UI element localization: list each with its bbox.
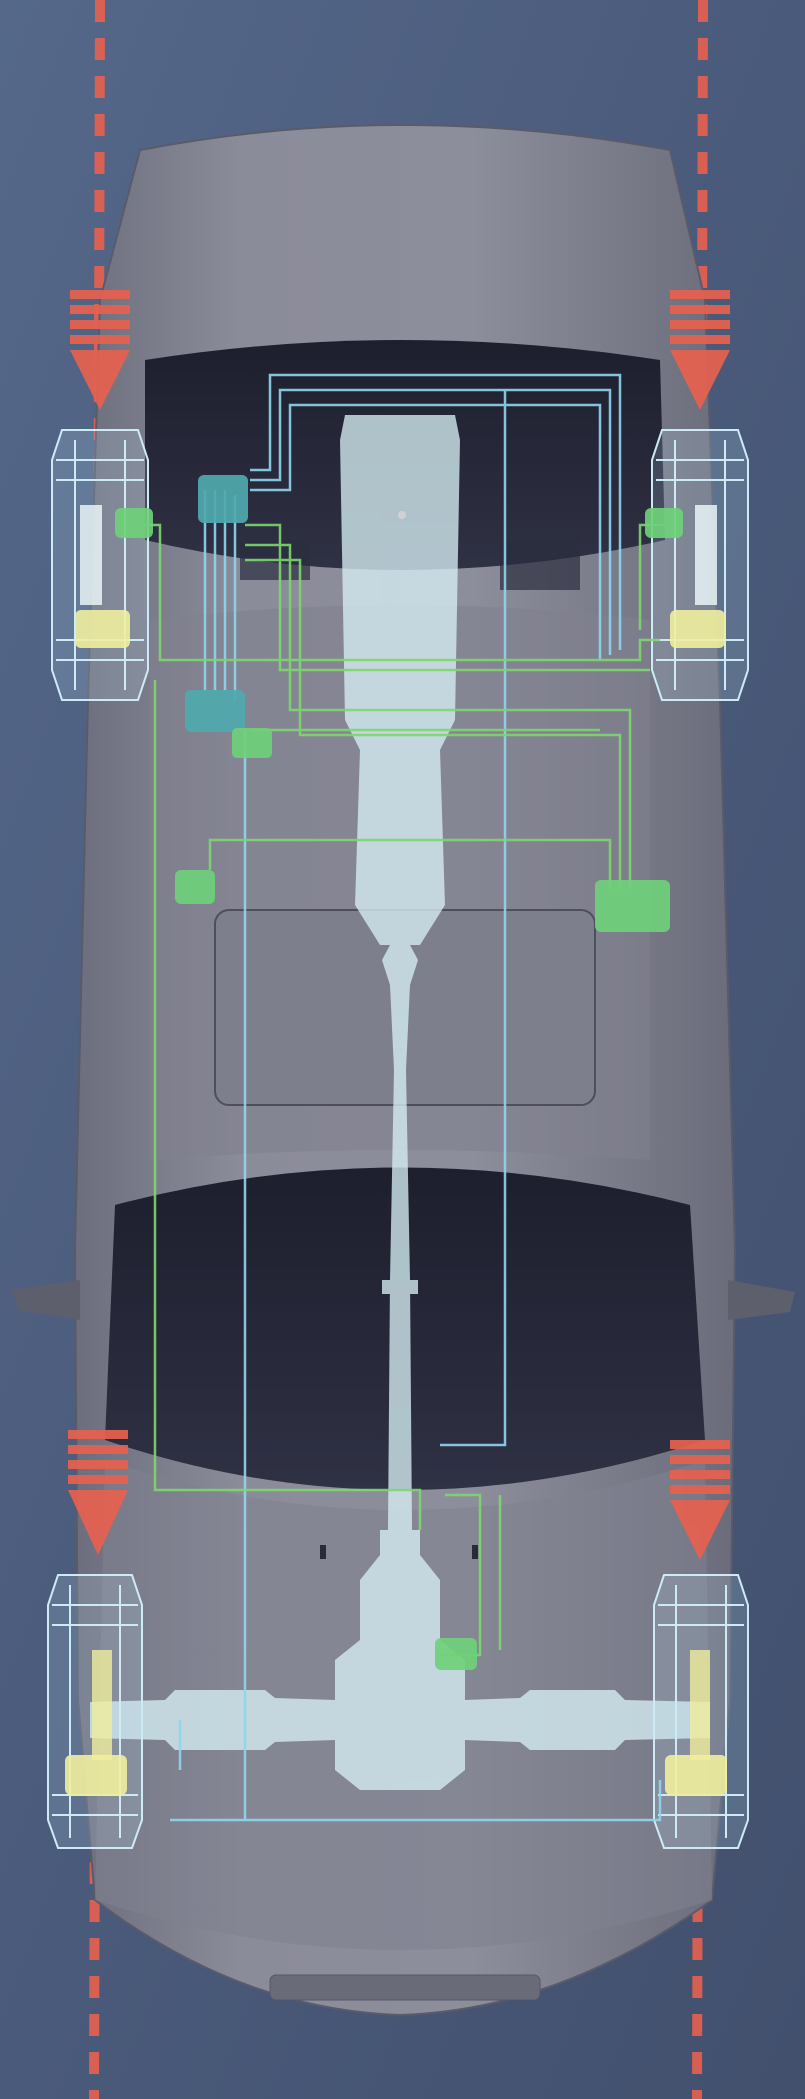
caliper-rear-right: [690, 1650, 710, 1760]
green-rear-sensor: [435, 1638, 477, 1670]
engine-sensor-dot: [398, 511, 406, 519]
right-vent: [500, 540, 580, 590]
caliper-rear-left-pad: [65, 1755, 127, 1795]
green-sensor-left: [175, 870, 215, 904]
green-front-right-valve: [645, 508, 683, 538]
engine-block: [340, 415, 460, 945]
teal-module-upper: [198, 475, 248, 523]
green-hydraulic-unit-right: [595, 880, 670, 932]
green-front-left-valve: [115, 508, 153, 538]
green-valve-small: [232, 728, 272, 758]
washer-nozzle-left: [320, 1545, 326, 1559]
caliper-front-right: [695, 505, 717, 605]
washer-nozzle-right: [472, 1545, 478, 1559]
caliper-front-left: [80, 505, 102, 605]
teal-module-lower: [185, 690, 245, 732]
driveshaft-joint: [382, 1280, 418, 1294]
caliper-front-left-pad: [75, 610, 130, 648]
caliper-rear-left: [92, 1650, 112, 1760]
caliper-rear-right-pad: [665, 1755, 727, 1795]
caliper-front-right-pad: [670, 610, 725, 648]
front-grille: [270, 1975, 540, 2000]
